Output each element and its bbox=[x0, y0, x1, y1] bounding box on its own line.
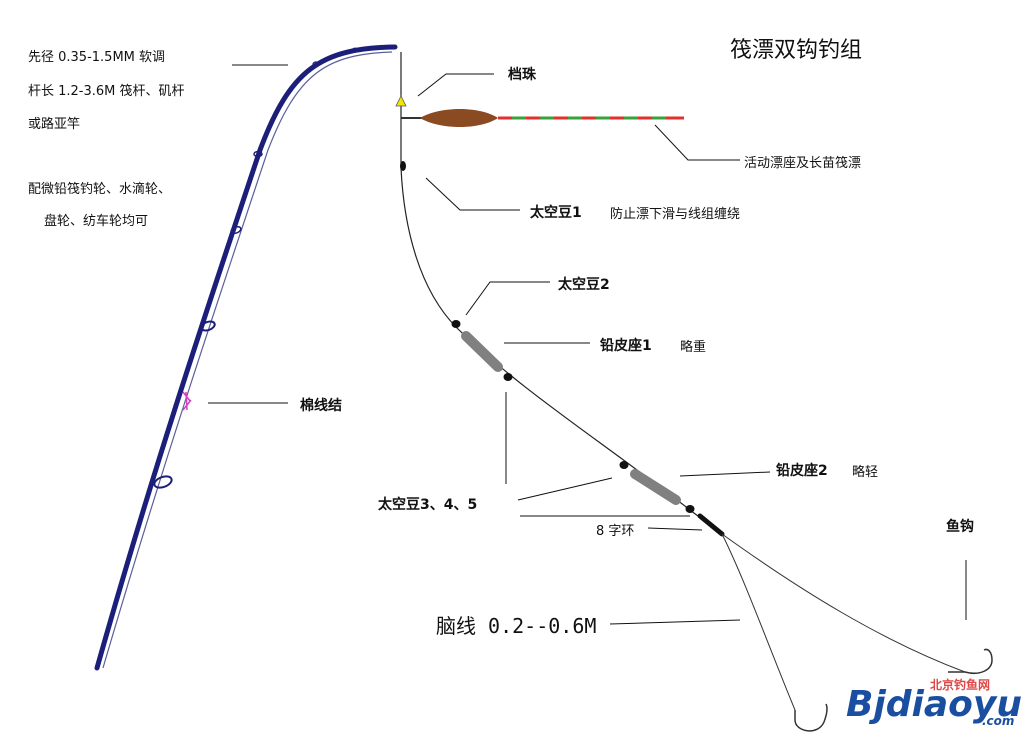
callout-leader bbox=[609, 619, 741, 625]
hook-1 bbox=[794, 703, 828, 732]
label-lead-seat-1-note: 略重 bbox=[680, 340, 707, 355]
callout-bean-2 bbox=[465, 281, 550, 316]
diagram-title: 筏漂双钩钓组 bbox=[730, 38, 863, 63]
rod-guide bbox=[253, 150, 263, 158]
callout-float bbox=[654, 124, 740, 161]
callout-bean-1 bbox=[425, 177, 520, 211]
leader-line-2 bbox=[721, 533, 966, 673]
rod-guide bbox=[312, 61, 320, 67]
callout-swivel bbox=[647, 527, 703, 531]
main-line bbox=[400, 52, 723, 533]
rod-line bbox=[102, 51, 393, 669]
rod-guide bbox=[351, 47, 359, 53]
space-bean-2 bbox=[451, 320, 461, 328]
swivel bbox=[697, 513, 725, 537]
label-hook: 鱼钩 bbox=[946, 519, 974, 535]
lead-seat-1 bbox=[461, 331, 503, 372]
label-leader: 脑线 0.2--0.6M bbox=[436, 614, 597, 638]
label-swivel: 8 字环 bbox=[596, 524, 635, 539]
rod-outer bbox=[94, 44, 398, 671]
cotton-knot-mark bbox=[182, 391, 192, 411]
label-cotton-knot: 棉线结 bbox=[300, 398, 342, 414]
watermark-logo: Bjdiaoyu bbox=[846, 684, 1023, 725]
rod-note-line-3: 或路亚竿 bbox=[28, 117, 81, 132]
stopper-bead bbox=[395, 95, 407, 107]
rod-guide bbox=[230, 225, 242, 235]
rod-note-line-4: 配微铅筏钓轮、水滴轮、 bbox=[28, 182, 172, 197]
callout-beans-345-b bbox=[517, 477, 613, 501]
rod-note-line-2: 杆长 1.2-3.6M 筏杆、矶杆 bbox=[28, 84, 185, 99]
label-space-bean-1-note: 防止漂下滑与线组缠绕 bbox=[610, 207, 741, 222]
watermark-suffix: .com bbox=[982, 714, 1015, 728]
hook-2 bbox=[948, 648, 993, 674]
space-bean-4 bbox=[619, 461, 629, 469]
label-lead-seat-2: 铅皮座2 bbox=[776, 463, 828, 479]
label-space-beans-345: 太空豆3、4、5 bbox=[378, 497, 478, 513]
label-float: 活动漂座及长苗筏漂 bbox=[744, 156, 862, 171]
label-stopper-bead: 档珠 bbox=[508, 67, 536, 83]
float-body bbox=[420, 109, 498, 127]
space-bean-3 bbox=[503, 373, 513, 381]
label-space-bean-1: 太空豆1 bbox=[530, 205, 582, 221]
callout-stopper bbox=[417, 73, 494, 97]
label-lead-seat-2-note: 略轻 bbox=[852, 465, 879, 480]
callout-lead-2 bbox=[679, 471, 771, 477]
rod-guide bbox=[200, 320, 216, 332]
label-lead-seat-1: 铅皮座1 bbox=[600, 338, 652, 354]
watermark-cn: 北京钓鱼网 bbox=[930, 678, 991, 692]
rod-note-line-1: 先径 0.35-1.5MM 软调 bbox=[28, 50, 166, 65]
space-bean-5 bbox=[685, 505, 695, 513]
space-bean-1 bbox=[400, 161, 406, 171]
rod-note-line-5: 盘轮、纺车轮均可 bbox=[44, 214, 149, 229]
rod-guide bbox=[153, 475, 173, 489]
leader-line-1 bbox=[721, 533, 796, 711]
label-space-bean-2: 太空豆2 bbox=[558, 277, 610, 293]
lead-seat-2 bbox=[630, 469, 681, 505]
